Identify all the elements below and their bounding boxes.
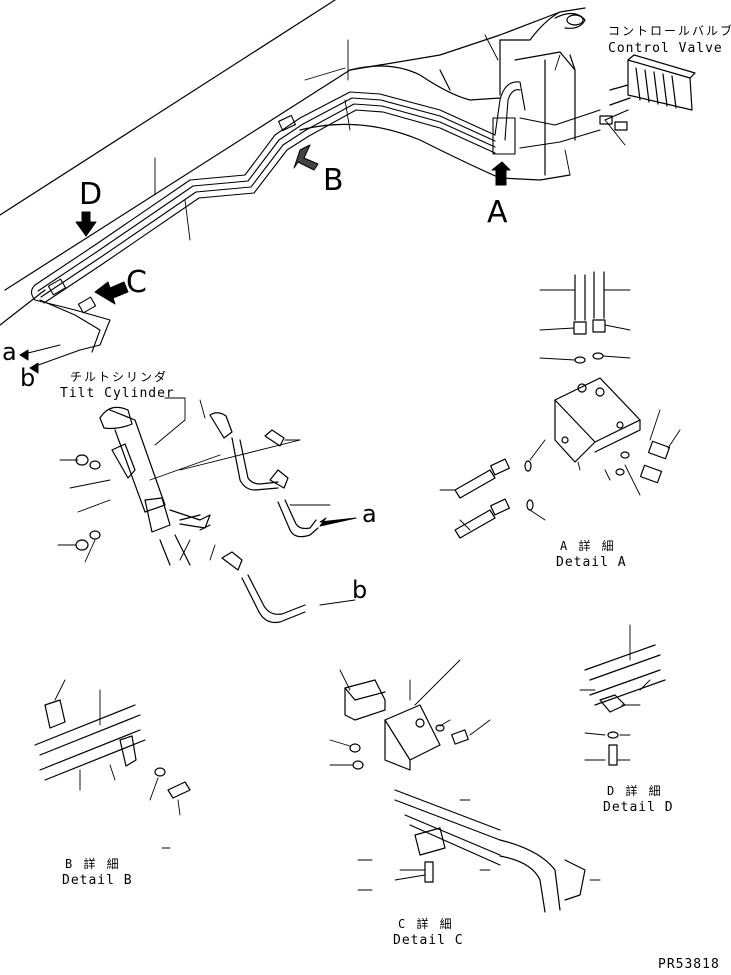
detail-b-drawing bbox=[34, 699, 191, 799]
view-c-label: C bbox=[126, 265, 147, 300]
line-arrows bbox=[19, 349, 357, 606]
view-b-label: B bbox=[323, 163, 344, 198]
detail-c-drawing bbox=[344, 679, 586, 913]
detail-d-title-en: Detail D bbox=[603, 800, 674, 815]
detail-a-title-en: Detail A bbox=[556, 555, 627, 570]
view-arrows bbox=[75, 144, 511, 305]
line-a-label-detail: a bbox=[362, 500, 377, 528]
tilt-cylinder-label-en: Tilt Cylinder bbox=[60, 386, 175, 401]
detail-d-drawing bbox=[584, 644, 666, 766]
control-valve-label-jp: コントロールバルブ bbox=[608, 24, 731, 38]
line-b-label-detail: b bbox=[352, 576, 368, 604]
leader-lines-detail-a bbox=[439, 289, 681, 531]
detail-d-title-jp: D 詳 細 bbox=[607, 784, 663, 798]
leader-lines-tilt bbox=[57, 397, 331, 563]
line-b-label-main: b bbox=[20, 364, 36, 392]
line-a-label-main: a bbox=[2, 338, 17, 366]
view-d-label: D bbox=[79, 177, 103, 212]
detail-b-title-en: Detail B bbox=[62, 873, 133, 888]
tilt-cylinder-drawing bbox=[75, 406, 319, 624]
view-a-label: A bbox=[487, 195, 508, 230]
frame-outline bbox=[0, 0, 586, 326]
hose-lines bbox=[19, 81, 601, 369]
control-valve-label-en: Control Valve bbox=[608, 41, 723, 56]
leader-lines-detail-d bbox=[579, 624, 651, 761]
detail-c-title-en: Detail C bbox=[393, 933, 464, 948]
tilt-cylinder-label-jp: チルトシリンダ bbox=[70, 370, 169, 384]
detail-c-title-jp: C 詳 細 bbox=[398, 917, 454, 931]
detail-a-title-jp: A 詳 細 bbox=[560, 539, 616, 553]
leader-lines-detail-c bbox=[329, 659, 601, 891]
leader-lines-detail-b bbox=[54, 679, 181, 849]
detail-a-drawing bbox=[454, 271, 671, 539]
detail-b-title-jp: B 詳 細 bbox=[65, 857, 121, 871]
control-valve-drawing bbox=[599, 54, 696, 131]
drawing-number: PR53818 bbox=[658, 957, 720, 972]
leader-lines-main bbox=[154, 34, 626, 241]
